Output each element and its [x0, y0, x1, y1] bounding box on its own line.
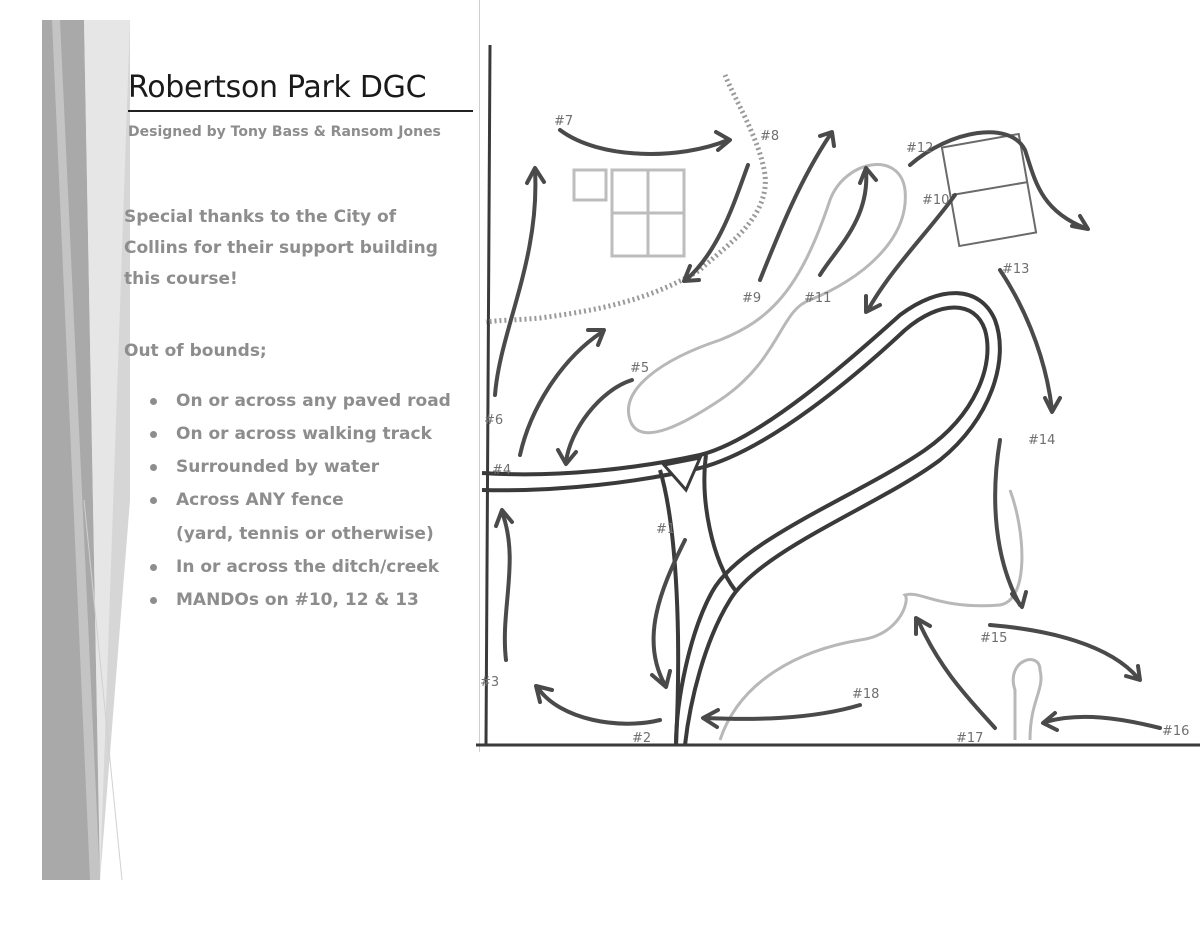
tennis-courts: [572, 132, 1038, 258]
title-underline: [128, 110, 473, 112]
hole-label-16: #16: [1162, 724, 1189, 739]
hole-label-13: #13: [1002, 262, 1029, 277]
oob-item-text: MANDOs on #10, 12 & 13: [176, 590, 419, 610]
hole-label-18: #18: [852, 687, 879, 702]
hole-label-15: #15: [980, 631, 1007, 646]
hole-label-5: #5: [630, 361, 649, 376]
oob-item-mandos: MANDOs on #10, 12 & 13: [148, 584, 451, 617]
oob-item-text: Surrounded by water: [176, 457, 380, 477]
hole-label-9: #9: [742, 291, 761, 306]
special-thanks-text: Special thanks to the City of Collins fo…: [124, 207, 438, 289]
paved-roads: [481, 291, 1002, 746]
course-map: #1 #2 #3 #4 #5 #6 #7 #8 #9 #10 #11 #12 #…: [476, 44, 1200, 747]
hole-label-2: #2: [632, 731, 651, 746]
hole-label-17: #17: [956, 731, 983, 746]
oob-item-paved-road: On or across any paved road: [148, 385, 451, 418]
column-divider: [479, 0, 480, 752]
hole-label-11: #11: [804, 291, 831, 306]
oob-item-text: On or across any paved road: [176, 391, 451, 411]
hole-label-3: #3: [480, 675, 499, 690]
hole-label-7: #7: [554, 114, 573, 129]
hole-label-12: #12: [906, 141, 933, 156]
oob-item-text: Across ANY fence: [176, 490, 344, 510]
hole-label-8: #8: [760, 129, 779, 144]
oob-item-creek: In or across the ditch/creek: [148, 551, 451, 584]
out-of-bounds-heading: Out of bounds;: [124, 341, 267, 361]
walking-track: [627, 163, 1043, 741]
designer-credit: Designed by Tony Bass & Ransom Jones: [128, 124, 441, 140]
oob-item-fence: Across ANY fence (yard, tennis or otherw…: [148, 484, 451, 551]
hole-label-14: #14: [1028, 433, 1055, 448]
decorative-sidebar-ribbon: [42, 20, 130, 881]
page-title: Robertson Park DGC: [128, 70, 427, 105]
hole-label-4: #4: [492, 463, 511, 478]
out-of-bounds-list: On or across any paved road On or across…: [148, 385, 451, 617]
hole-label-6: #6: [484, 413, 503, 428]
hole-labels: #1 #2 #3 #4 #5 #6 #7 #8 #9 #10 #11 #12 #…: [480, 114, 1189, 746]
oob-item-text: In or across the ditch/creek: [176, 557, 440, 577]
hole-label-10: #10: [922, 193, 949, 208]
hole-arrows: [493, 128, 1162, 732]
oob-item-water: Surrounded by water: [148, 451, 451, 484]
hole-label-1: #1: [656, 522, 675, 537]
oob-item-walking-track: On or across walking track: [148, 418, 451, 451]
fence-lines: [476, 44, 1200, 747]
oob-item-subline: (yard, tennis or otherwise): [176, 524, 434, 544]
oob-item-text: On or across walking track: [176, 424, 432, 444]
creek: [485, 74, 768, 325]
